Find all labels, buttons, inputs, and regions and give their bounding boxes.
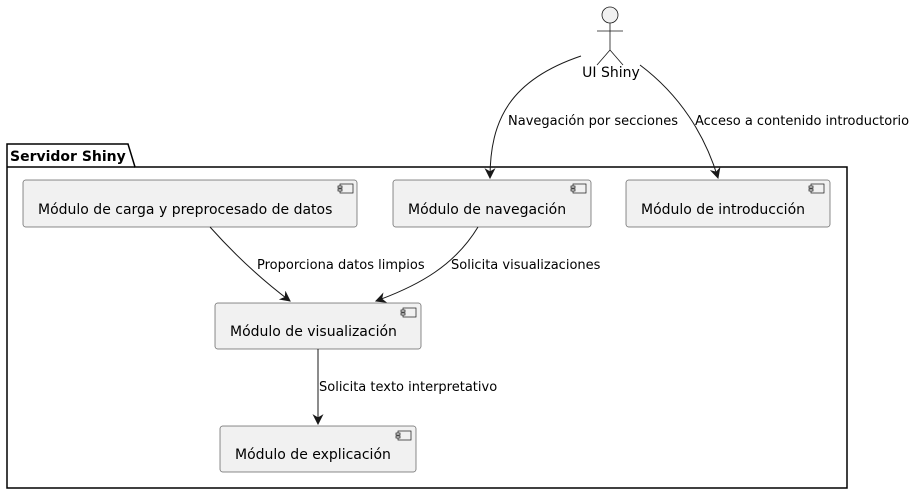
component-explicacion[interactable]: Módulo de explicación [219,425,417,473]
component-label: Módulo de carga y preprocesado de datos [38,202,332,218]
component-label: Módulo de visualización [230,324,397,340]
component-icon [400,307,417,318]
edge-visualizacion-to-explicacion: Solicita texto interpretativo [312,349,497,426]
edge-label: Solicita visualizaciones [451,258,601,273]
component-icon [808,183,825,194]
actor-stick-figure-icon [596,6,624,66]
edge-label: Navegación por secciones [508,114,678,129]
component-carga-preprocesado[interactable]: Módulo de carga y preprocesado de datos [22,179,358,228]
component-introduccion[interactable]: Módulo de introducción [625,179,831,228]
package-title: Servidor Shiny [10,149,126,165]
edge-arrow [209,226,291,302]
package-frame [6,143,848,489]
component-visualizacion[interactable]: Módulo de visualización [214,302,422,350]
edge-carga-to-visualizacion: Proporciona datos limpios [209,226,425,302]
edge-arrow [639,64,721,180]
actor-label: UI Shiny [582,65,640,81]
edge-actor-to-introduccion: Acceso a contenido introductorio [639,64,909,180]
package-servidor-shiny: Servidor Shiny [6,143,848,489]
component-label: Módulo de explicación [235,447,391,463]
edge-arrow [374,226,479,303]
edge-label: Solicita texto interpretativo [319,380,497,395]
edge-arrow [484,55,582,180]
actor-ui-shiny[interactable]: UI Shiny [582,6,640,81]
edge-label: Proporciona datos limpios [257,258,425,273]
component-icon [337,183,354,194]
component-icon [570,183,587,194]
component-label: Módulo de introducción [641,202,805,218]
component-navegacion[interactable]: Módulo de navegación [392,179,592,228]
edge-label: Acceso a contenido introductorio [695,114,909,129]
component-label: Módulo de navegación [408,202,566,218]
edge-actor-to-navegacion: Navegación por secciones [484,55,678,180]
edge-navegacion-to-visualizacion: Solicita visualizaciones [374,226,601,303]
component-icon [395,430,412,441]
